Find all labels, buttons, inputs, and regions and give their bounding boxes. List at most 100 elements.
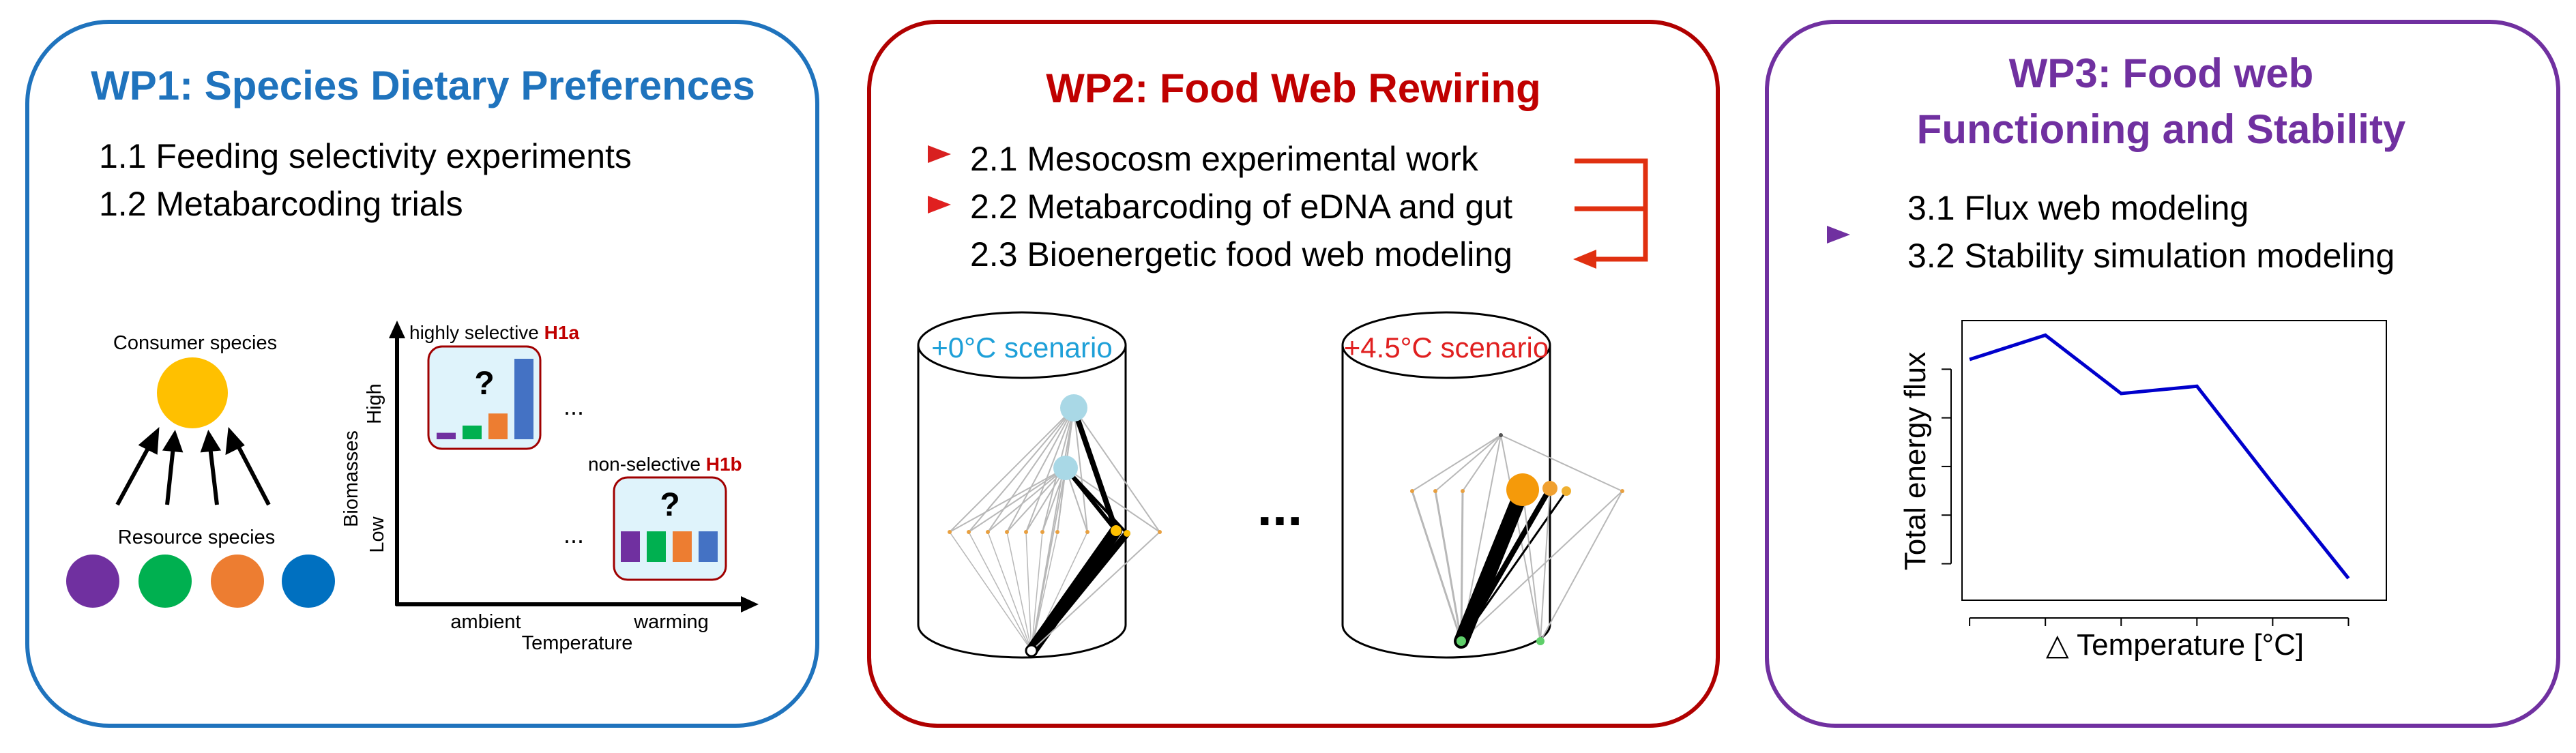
wp1-to-wp2-arrows [533,145,951,213]
h1b-bar-0 [621,531,640,562]
web-right-link-15 [1522,489,1541,642]
web-left-link-2 [949,531,1032,651]
resource-circle-blue [282,555,335,608]
web-right-link-10 [1461,490,1623,642]
web-right-node-4 [1620,489,1624,493]
wp3-title-line1: WP3: Food web [2009,50,2314,96]
web-left-link-34 [1028,530,1130,654]
web-left-node-12 [1158,530,1162,534]
web-right-link-7 [1434,490,1463,643]
cylinder-right-top [1341,311,1551,379]
h1a-question: ? [474,366,494,402]
h1a-ellipsis: ... [564,392,584,420]
h1a-box [427,345,542,450]
h1a-bar-0 [437,432,456,439]
resource-circle-purple [66,555,119,608]
h1a-bar-1 [463,425,482,439]
web-left-node-0 [1060,394,1087,422]
consumer-resource-diagram: Consumer species Resource species [66,332,335,608]
wp1-title: WP1: Species Dietary Preferences [91,63,755,108]
h1b-bar-1 [647,531,666,562]
web-right-link-11 [1454,482,1530,649]
x-right-label: warming [633,611,709,633]
wp1-panel: WP1: Species Dietary Preferences 1.1 Fee… [25,20,819,728]
web-left-node-5 [1005,530,1009,534]
web-left-link-5 [968,531,1032,651]
scenario-ellipsis: ... [1257,476,1303,537]
chart-series [1969,333,2350,580]
mesocosm-left: +0°C scenario [917,311,1162,659]
web-right-link-5 [1500,434,1623,492]
chart-frame [1961,320,2387,601]
web-left-link-35 [1031,531,1160,651]
h1b-bars [621,531,718,562]
wp1-item-1: 1.1 Feeding selectivity experiments [99,137,632,175]
x-axis-label: Temperature [522,632,633,654]
h1a-bar-3 [514,359,533,439]
web-left-node-10 [1111,525,1122,536]
web-left-link-24 [1073,407,1160,533]
scenario-right-label: +4.5°C scenario [1344,331,1549,364]
web-left-link-29 [1031,467,1066,651]
wp2-frame [867,20,1720,728]
web-left-link-8 [987,531,1032,651]
web-right-link-12 [1459,486,1553,644]
web-left-node-11 [1124,530,1130,537]
arrow-head-2 [928,196,951,213]
x-left-label: ambient [450,611,521,633]
wp2-item-3: 2.3 Bioenergetic food web modeling [970,235,1512,274]
food-web-right [1410,433,1624,649]
wp3-frame [1765,20,2560,728]
web-right-link-1 [1435,434,1502,492]
web-left-node-8 [1055,530,1059,534]
mesocosm-right: +4.5°C scenario [1341,311,1624,659]
web-left-link-30 [1071,405,1119,533]
web-left-node-9 [1085,530,1089,534]
wp2-item-1: 2.1 Mesocosm experimental work [970,140,1479,178]
cylinder-left-top [917,311,1127,379]
h1a-label: highly selective H1a [409,322,579,343]
h1b-bar-2 [673,531,692,562]
wp3-item-1: 3.1 Flux web modeling [1907,189,2249,227]
web-right-node-9 [1536,637,1545,645]
web-left-link-9 [1006,407,1074,533]
web-left-node-2 [948,530,952,534]
web-left-link-3 [968,407,1074,533]
web-right-node-8 [1457,636,1466,646]
web-left-basal-ring [1025,644,1038,658]
web-left-node-7 [1040,530,1044,534]
web-left-link-6 [987,407,1074,533]
hypothesis-y-arrowhead [389,321,405,338]
web-left-link-7 [987,467,1066,533]
h1b-box [613,476,727,581]
web-left-link-0 [949,407,1074,533]
web-right-node-1 [1506,473,1539,506]
resource-circle-orange [211,555,264,608]
chart-x-label: △ Temperature [°C] [2046,628,2304,662]
wp3-title-line2: Functioning and Stability [1917,106,2406,152]
web-left-node-13 [1026,645,1037,656]
web-right-node-2 [1542,481,1557,496]
web-right-node-7 [1461,489,1465,493]
chart-ticks [1942,368,2350,626]
hypothesis-x-arrowhead [741,596,759,612]
web-right-node-6 [1433,489,1437,493]
energy-flux-chart: Total energy flux △ Temperature [°C] [1899,320,2387,662]
bracket-arrowhead [1573,250,1596,269]
web-left-node-4 [986,530,990,534]
h1a-bar-2 [488,413,508,439]
h1b-tag: H1b [706,454,742,475]
h1b-question: ? [660,487,679,523]
web-left-link-25 [1065,467,1160,533]
arrow-to-wp3-head [1827,226,1850,243]
food-web-left [948,394,1162,658]
wp1-item-2: 1.2 Metabarcoding trials [99,185,463,223]
web-left-node-1 [1053,456,1078,480]
chart-series-line [1969,333,2350,580]
feeding-arrows [115,426,271,506]
web-right-link-2 [1462,434,1502,492]
h1b-label: non-selective H1b [588,454,742,475]
web-left-link-32 [1064,467,1128,535]
web-left-link-14 [1025,531,1032,651]
